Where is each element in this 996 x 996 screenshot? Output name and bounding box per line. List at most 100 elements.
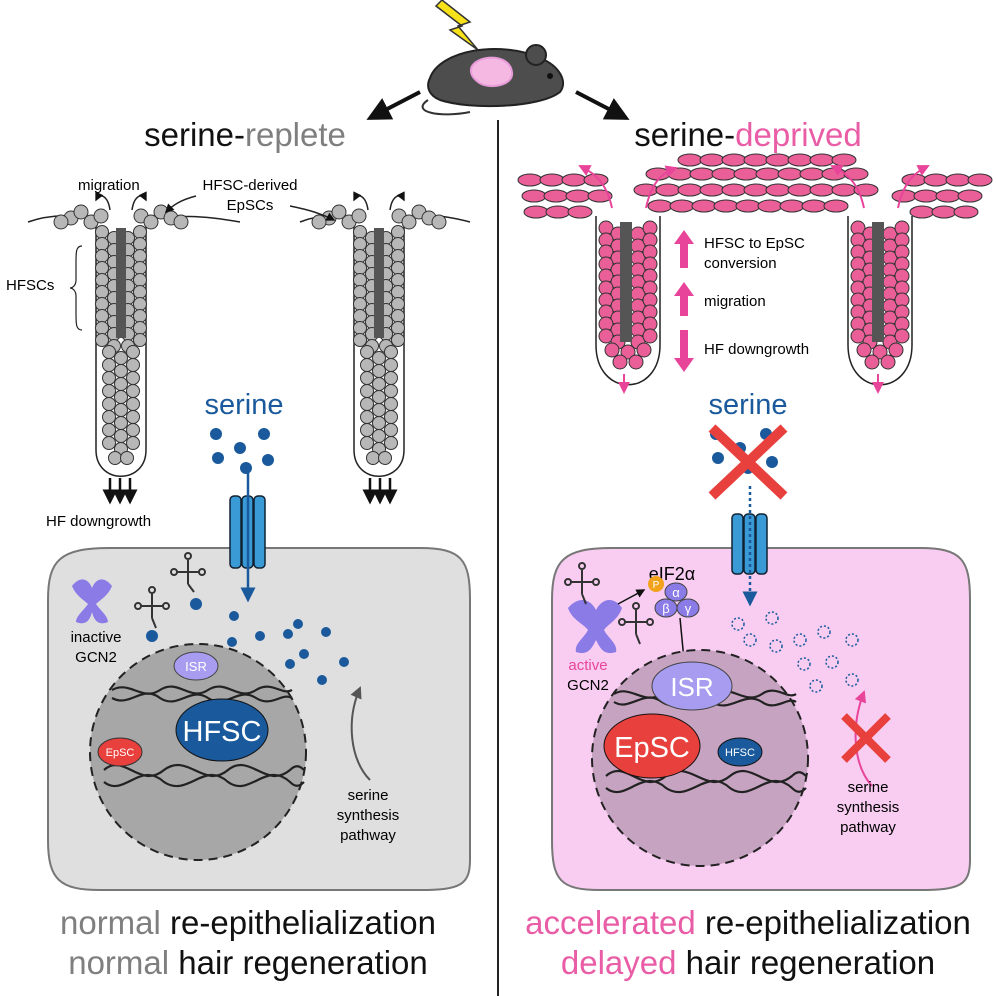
- cell-circle: [391, 333, 405, 347]
- epsc-cell: [945, 173, 971, 187]
- epsc-cell: [689, 167, 715, 181]
- dna-strand-left: [103, 685, 305, 788]
- epsc-cell: [809, 153, 835, 167]
- cell-circle: [620, 344, 636, 360]
- label-hf-downgrowth-left: HF downgrowth: [46, 513, 151, 530]
- lightning-icon: [434, 0, 479, 51]
- cell-circle: [391, 249, 405, 263]
- cell-circle: [133, 273, 147, 287]
- cell-circle: [95, 225, 109, 239]
- epsc-cell: [545, 205, 571, 219]
- cell-circle: [133, 261, 147, 275]
- cell-circle: [95, 237, 109, 251]
- epsc-cell: [691, 199, 717, 213]
- epsc-cell: [787, 153, 813, 167]
- label-synth3-left: pathway: [340, 827, 396, 844]
- cell-circle: [114, 403, 128, 417]
- epsc-cell: [831, 153, 857, 167]
- cell-circle: [360, 397, 374, 411]
- epsc-cell: [953, 205, 979, 219]
- cell-circle: [353, 333, 367, 347]
- cell-circle: [598, 328, 614, 344]
- isr-marker-left: [173, 651, 219, 681]
- cell-circle: [108, 451, 122, 465]
- cell-circle: [850, 328, 866, 344]
- cell-circle: [360, 358, 374, 372]
- epsc-cell: [755, 167, 781, 181]
- epsc-cell: [521, 189, 547, 203]
- cell-circle: [612, 354, 628, 370]
- cell-circle: [372, 364, 386, 378]
- caption-right-line1: accelerated re-epithelialization: [525, 904, 971, 941]
- cell-circle: [133, 249, 147, 263]
- cell-circle: [353, 249, 367, 263]
- hair-shaft-right-2: [872, 222, 884, 342]
- label-isr-left: ISR: [185, 659, 207, 674]
- trna-icon-left-1: [170, 552, 206, 593]
- cell-circle: [384, 410, 398, 424]
- red-x-icon-synthesis: [841, 713, 891, 763]
- cell-circle: [73, 204, 89, 220]
- epsc-cell: [821, 167, 847, 181]
- cell-circle: [114, 377, 128, 391]
- epsc-sheet-right: [517, 153, 993, 219]
- epsc-cell: [677, 153, 703, 167]
- label-inactive: inactive: [71, 629, 122, 646]
- epsc-cell: [843, 167, 869, 181]
- cell-circle: [114, 416, 128, 430]
- title-left: serine-replete: [144, 116, 346, 153]
- cell-circle: [102, 423, 116, 437]
- cell-circle: [353, 321, 367, 335]
- cell-circle: [384, 345, 398, 359]
- epsc-cell: [523, 205, 549, 219]
- cell-circle: [353, 309, 367, 323]
- cell-circle: [133, 297, 147, 311]
- cell-circle: [628, 354, 644, 370]
- epsc-cell: [913, 189, 939, 203]
- epsc-cells-right-2: [850, 220, 910, 370]
- mouse-arrow-right: [575, 90, 630, 120]
- label-p: P: [653, 580, 660, 591]
- cell-circle: [366, 451, 380, 465]
- cell-circle: [93, 208, 109, 224]
- label-beta: β: [662, 601, 669, 616]
- label-conv1: HFSC to EpSC: [704, 235, 805, 252]
- label-epsc-right: EpSC: [614, 732, 690, 764]
- cell-circle: [95, 297, 109, 311]
- epsc-cell: [777, 167, 803, 181]
- caption-left: normal re-epithelialization normal hair …: [0, 903, 496, 983]
- cell-circle: [126, 371, 140, 385]
- cell-circle: [872, 344, 888, 360]
- hair-shaft-left-2: [374, 228, 384, 338]
- cell-circle: [372, 416, 386, 430]
- label-epscs: EpSCs: [227, 197, 274, 214]
- mouse-icon: [421, 0, 565, 116]
- cell-circle: [133, 321, 147, 335]
- label-synth2-right: synthesis: [837, 799, 900, 816]
- downgrowth-arrows-left: [102, 478, 398, 505]
- cell-circle: [114, 390, 128, 404]
- cell-circle: [431, 214, 447, 230]
- epsc-cell: [799, 167, 825, 181]
- label-gcn2-right: GCN2: [567, 677, 609, 694]
- trna-icon-right-2: [618, 602, 654, 645]
- epsc-cell: [677, 183, 703, 197]
- cell-circle: [391, 237, 405, 251]
- hair-shaft-left-1: [116, 228, 126, 338]
- label-hf-downgrowth-right: HF downgrowth: [704, 341, 809, 358]
- label-epsc-left: EpSC: [106, 747, 135, 759]
- epsc-cell: [713, 199, 739, 213]
- cell-circle: [604, 342, 620, 358]
- hair-shaft-right-1: [620, 222, 632, 342]
- cell-circle: [133, 309, 147, 323]
- cell-circle: [353, 237, 367, 251]
- mouse-arrow-left: [366, 90, 421, 120]
- epsc-cell: [957, 189, 983, 203]
- cell-circle: [384, 371, 398, 385]
- caption-left-line2: normal hair regeneration: [68, 944, 428, 981]
- cell-circle: [401, 214, 417, 230]
- cell-circle: [331, 204, 347, 220]
- caption-right: accelerated re-epithelialization delayed…: [500, 903, 996, 983]
- epsc-cell: [765, 183, 791, 197]
- epsc-cell: [931, 205, 957, 219]
